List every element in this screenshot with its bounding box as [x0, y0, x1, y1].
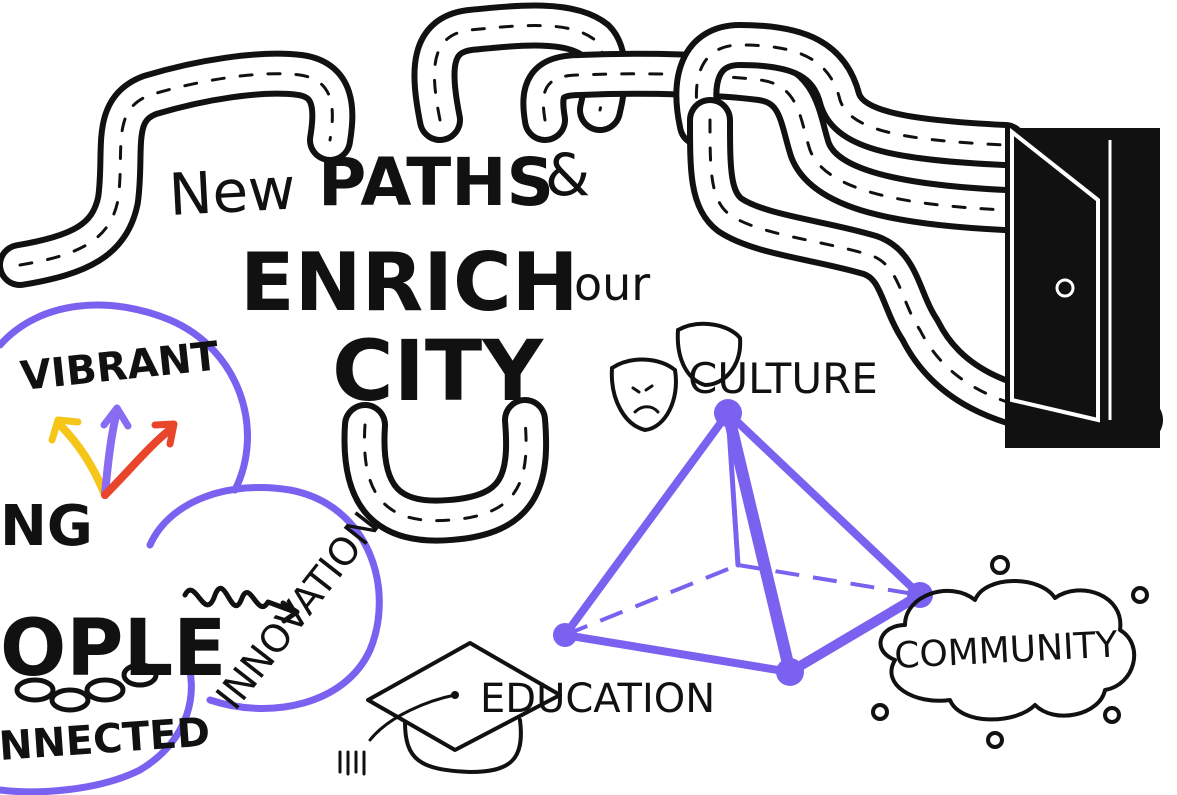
title-word-enrich: ENRICH [240, 236, 579, 329]
title-word-paths: PATHS [318, 144, 554, 221]
road-u-bottom [341, 397, 550, 544]
title-word-new: New [167, 154, 297, 229]
road-down-right [687, 97, 1163, 443]
pyramid-icon [553, 399, 933, 686]
door-icon [1005, 127, 1160, 448]
road-left [0, 50, 356, 288]
cloud-icon [871, 555, 1149, 749]
title-word-our: our [574, 257, 650, 311]
title-ampersand: & [545, 141, 590, 209]
word-ng: NG [0, 494, 93, 559]
theater-masks-icon [609, 321, 743, 433]
word-connected: NNECTED [0, 709, 212, 770]
road-to-door-upper [520, 50, 1028, 233]
word-education: EDUCATION [480, 676, 715, 722]
branching-arrows-icon [48, 404, 178, 499]
word-innovation: INNOVATION [207, 504, 387, 718]
title-word-city: CITY [332, 322, 544, 420]
squiggle-arrow-icon [182, 585, 300, 624]
word-vibrant: VIBRANT [18, 333, 221, 400]
venn-circles [0, 301, 383, 795]
word-culture: CULTURE [688, 354, 878, 403]
chain-icon [14, 662, 159, 713]
road-to-door-top [673, 22, 1028, 168]
graduation-cap-icon [338, 641, 562, 776]
word-community: COMMUNITY [893, 624, 1119, 677]
